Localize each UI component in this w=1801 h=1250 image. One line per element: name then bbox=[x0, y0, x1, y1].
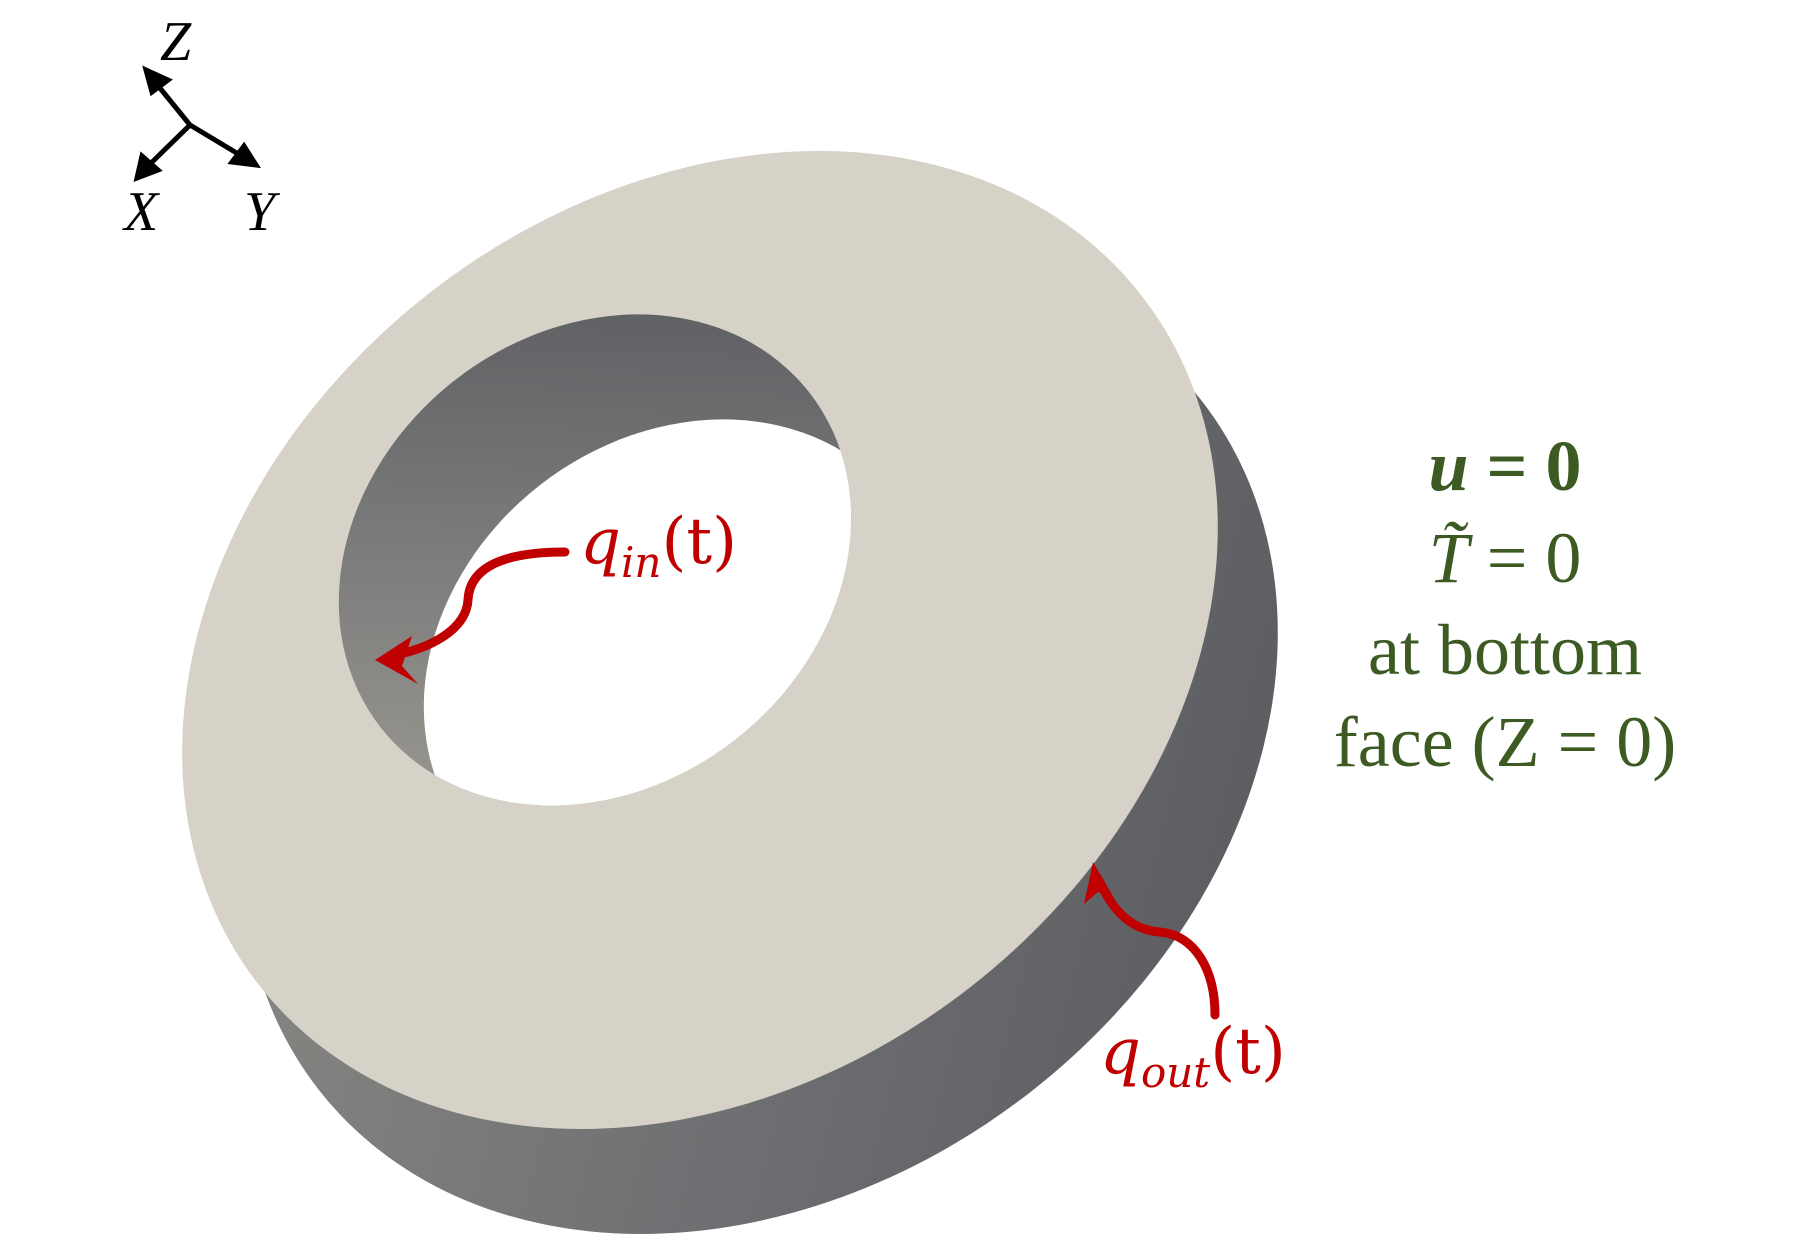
q-out-symbol: q bbox=[1100, 1015, 1141, 1089]
axis-triad bbox=[133, 65, 261, 182]
q-in-arrow bbox=[375, 547, 570, 684]
q-out-label: qout(t) bbox=[1100, 1015, 1286, 1097]
bc-line-u: u = 0 bbox=[1275, 420, 1735, 512]
axis-y-label: Y bbox=[244, 181, 276, 243]
q-in-symbol: q bbox=[580, 505, 621, 579]
bc-u-rest: = 0 bbox=[1468, 426, 1582, 506]
bc-u-var: u bbox=[1428, 426, 1469, 506]
q-in-arg: (t) bbox=[661, 505, 738, 579]
bc-line-face: face (Z = 0) bbox=[1333, 702, 1677, 782]
bc-line-location: at bottom bbox=[1368, 610, 1642, 690]
q-in-label: qin(t) bbox=[580, 505, 738, 587]
q-out-arrow bbox=[1084, 862, 1220, 1020]
boundary-condition-text: u = 0 T̃ = 0 at bottom face (Z = 0) bbox=[1275, 420, 1735, 788]
bc-t-rest: = 0 bbox=[1468, 518, 1582, 598]
q-out-subscript: out bbox=[1140, 1048, 1211, 1097]
q-in-subscript: in bbox=[620, 538, 662, 587]
q-out-arg: (t) bbox=[1210, 1015, 1286, 1089]
bc-t-var: T̃ bbox=[1428, 518, 1469, 598]
axis-x-label: X bbox=[124, 181, 159, 243]
bc-line-t: T̃ = 0 bbox=[1275, 512, 1735, 604]
axis-z-label: Z bbox=[160, 11, 192, 73]
